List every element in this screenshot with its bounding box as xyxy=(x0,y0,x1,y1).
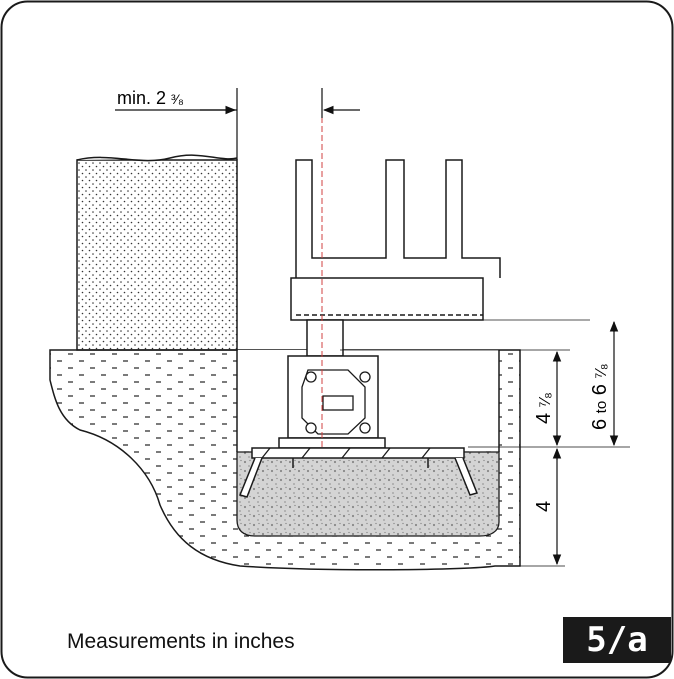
offset-label: min. 2 ³⁄₈ xyxy=(117,88,184,108)
rack-height-label: 6 to 6 ⁷⁄₈ xyxy=(589,363,611,430)
figure-number-badge: 5/a xyxy=(563,617,671,663)
wall-pillar xyxy=(76,159,238,351)
gearbox-height-label: 4 ⁷⁄₈ xyxy=(533,392,555,424)
base-plate xyxy=(238,447,479,498)
measurement-caption: Measurements in inches xyxy=(67,630,295,653)
foundation-depth-label: 4 xyxy=(533,501,555,512)
gear-motor xyxy=(278,355,386,449)
concrete-foundation xyxy=(236,451,500,537)
offset-dimension xyxy=(115,88,360,160)
pinion-shaft xyxy=(306,319,344,357)
height-dimensions xyxy=(340,320,630,567)
gate-frame xyxy=(290,159,590,321)
